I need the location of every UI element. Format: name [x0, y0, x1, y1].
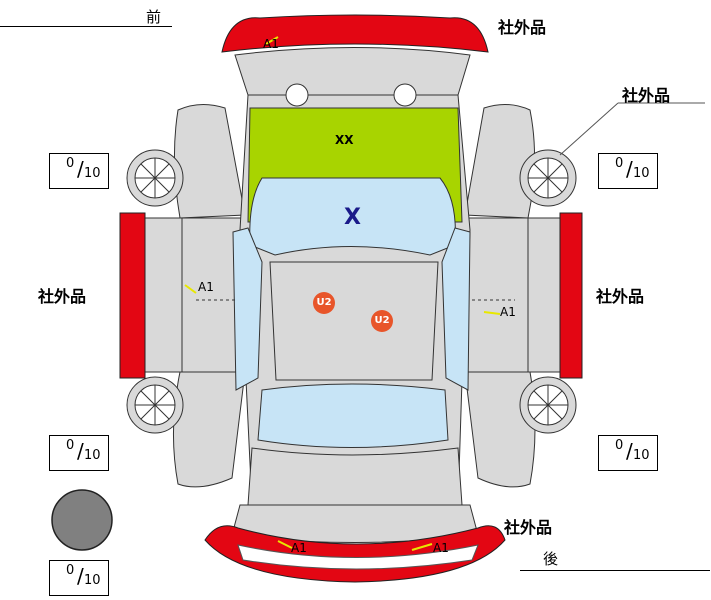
front-label: 前	[146, 8, 162, 26]
left-a1-leader	[184, 284, 197, 294]
tire-score-value: 0	[66, 563, 75, 578]
windshield	[249, 177, 456, 256]
tire-score-slash: /	[626, 439, 633, 463]
front-underline	[0, 26, 172, 27]
tire-score-slash: /	[77, 157, 84, 181]
rear-right-leader	[411, 543, 433, 551]
tire-score-front-right: 0 / 10	[598, 153, 658, 189]
tire-rear-left	[126, 376, 184, 434]
rear-bumper-inner	[237, 544, 479, 570]
trunk	[247, 447, 463, 506]
tire-score-rear-left: 0 / 10	[49, 435, 109, 471]
tire-score-max: 10	[84, 448, 101, 463]
rear-window	[257, 383, 449, 448]
tire-score-slash: /	[77, 564, 84, 588]
tire-score-slash: /	[77, 439, 84, 463]
right-a1-leader	[483, 311, 501, 315]
tire-score-max: 10	[84, 166, 101, 181]
right-body-panels	[464, 104, 561, 488]
right-side-tag: 社外品	[596, 287, 645, 306]
right-side-red-panel	[559, 212, 583, 379]
left-side-code: A1	[198, 280, 214, 294]
hood-code: XX	[335, 133, 354, 147]
mirror-leader-1	[559, 102, 619, 156]
tire-front-left	[126, 149, 184, 207]
left-side-tag: 社外品	[38, 287, 87, 306]
roof-code-2: U2	[371, 310, 393, 332]
tire-score-max: 10	[84, 573, 101, 588]
tire-score-max: 10	[633, 166, 650, 181]
tire-score-value: 0	[615, 156, 624, 171]
right-mirror-tag: 社外品	[622, 86, 671, 105]
tire-score-front-left: 0 / 10	[49, 153, 109, 189]
spare-tire	[51, 489, 113, 551]
rear-bumper-right-code: A1	[433, 541, 449, 555]
roof-code-1: U2	[313, 292, 335, 314]
front-bumper-tag: 社外品	[498, 18, 547, 37]
left-side-red-panel	[119, 212, 146, 379]
tire-score-value: 0	[615, 438, 624, 453]
front-bumper-code: A1	[263, 37, 279, 51]
right-side-windows	[441, 227, 471, 391]
rear-bumper-tag: 社外品	[504, 518, 553, 537]
tire-score-max: 10	[633, 448, 650, 463]
tire-score-value: 0	[66, 156, 75, 171]
tire-front-right	[519, 149, 577, 207]
front-bumper	[221, 14, 489, 53]
front-grille	[234, 47, 471, 96]
tire-score-rear-right: 0 / 10	[598, 435, 658, 471]
tire-score-value: 0	[66, 438, 75, 453]
windshield-code: X	[344, 205, 361, 230]
tire-score-spare: 0 / 10	[49, 560, 109, 596]
rear-left-leader	[277, 540, 293, 549]
rear-underline	[520, 570, 710, 571]
rear-label: 後	[543, 550, 559, 568]
front-bumper-leader	[265, 36, 279, 45]
right-headlight	[393, 83, 417, 107]
tire-rear-right	[519, 376, 577, 434]
right-side-code: A1	[500, 305, 516, 319]
tire-score-slash: /	[626, 157, 633, 181]
left-side-windows	[232, 227, 263, 391]
rear-bumper-left-code: A1	[291, 541, 307, 555]
left-headlight	[285, 83, 309, 107]
rear-bumper	[204, 525, 506, 583]
roof	[269, 261, 439, 381]
